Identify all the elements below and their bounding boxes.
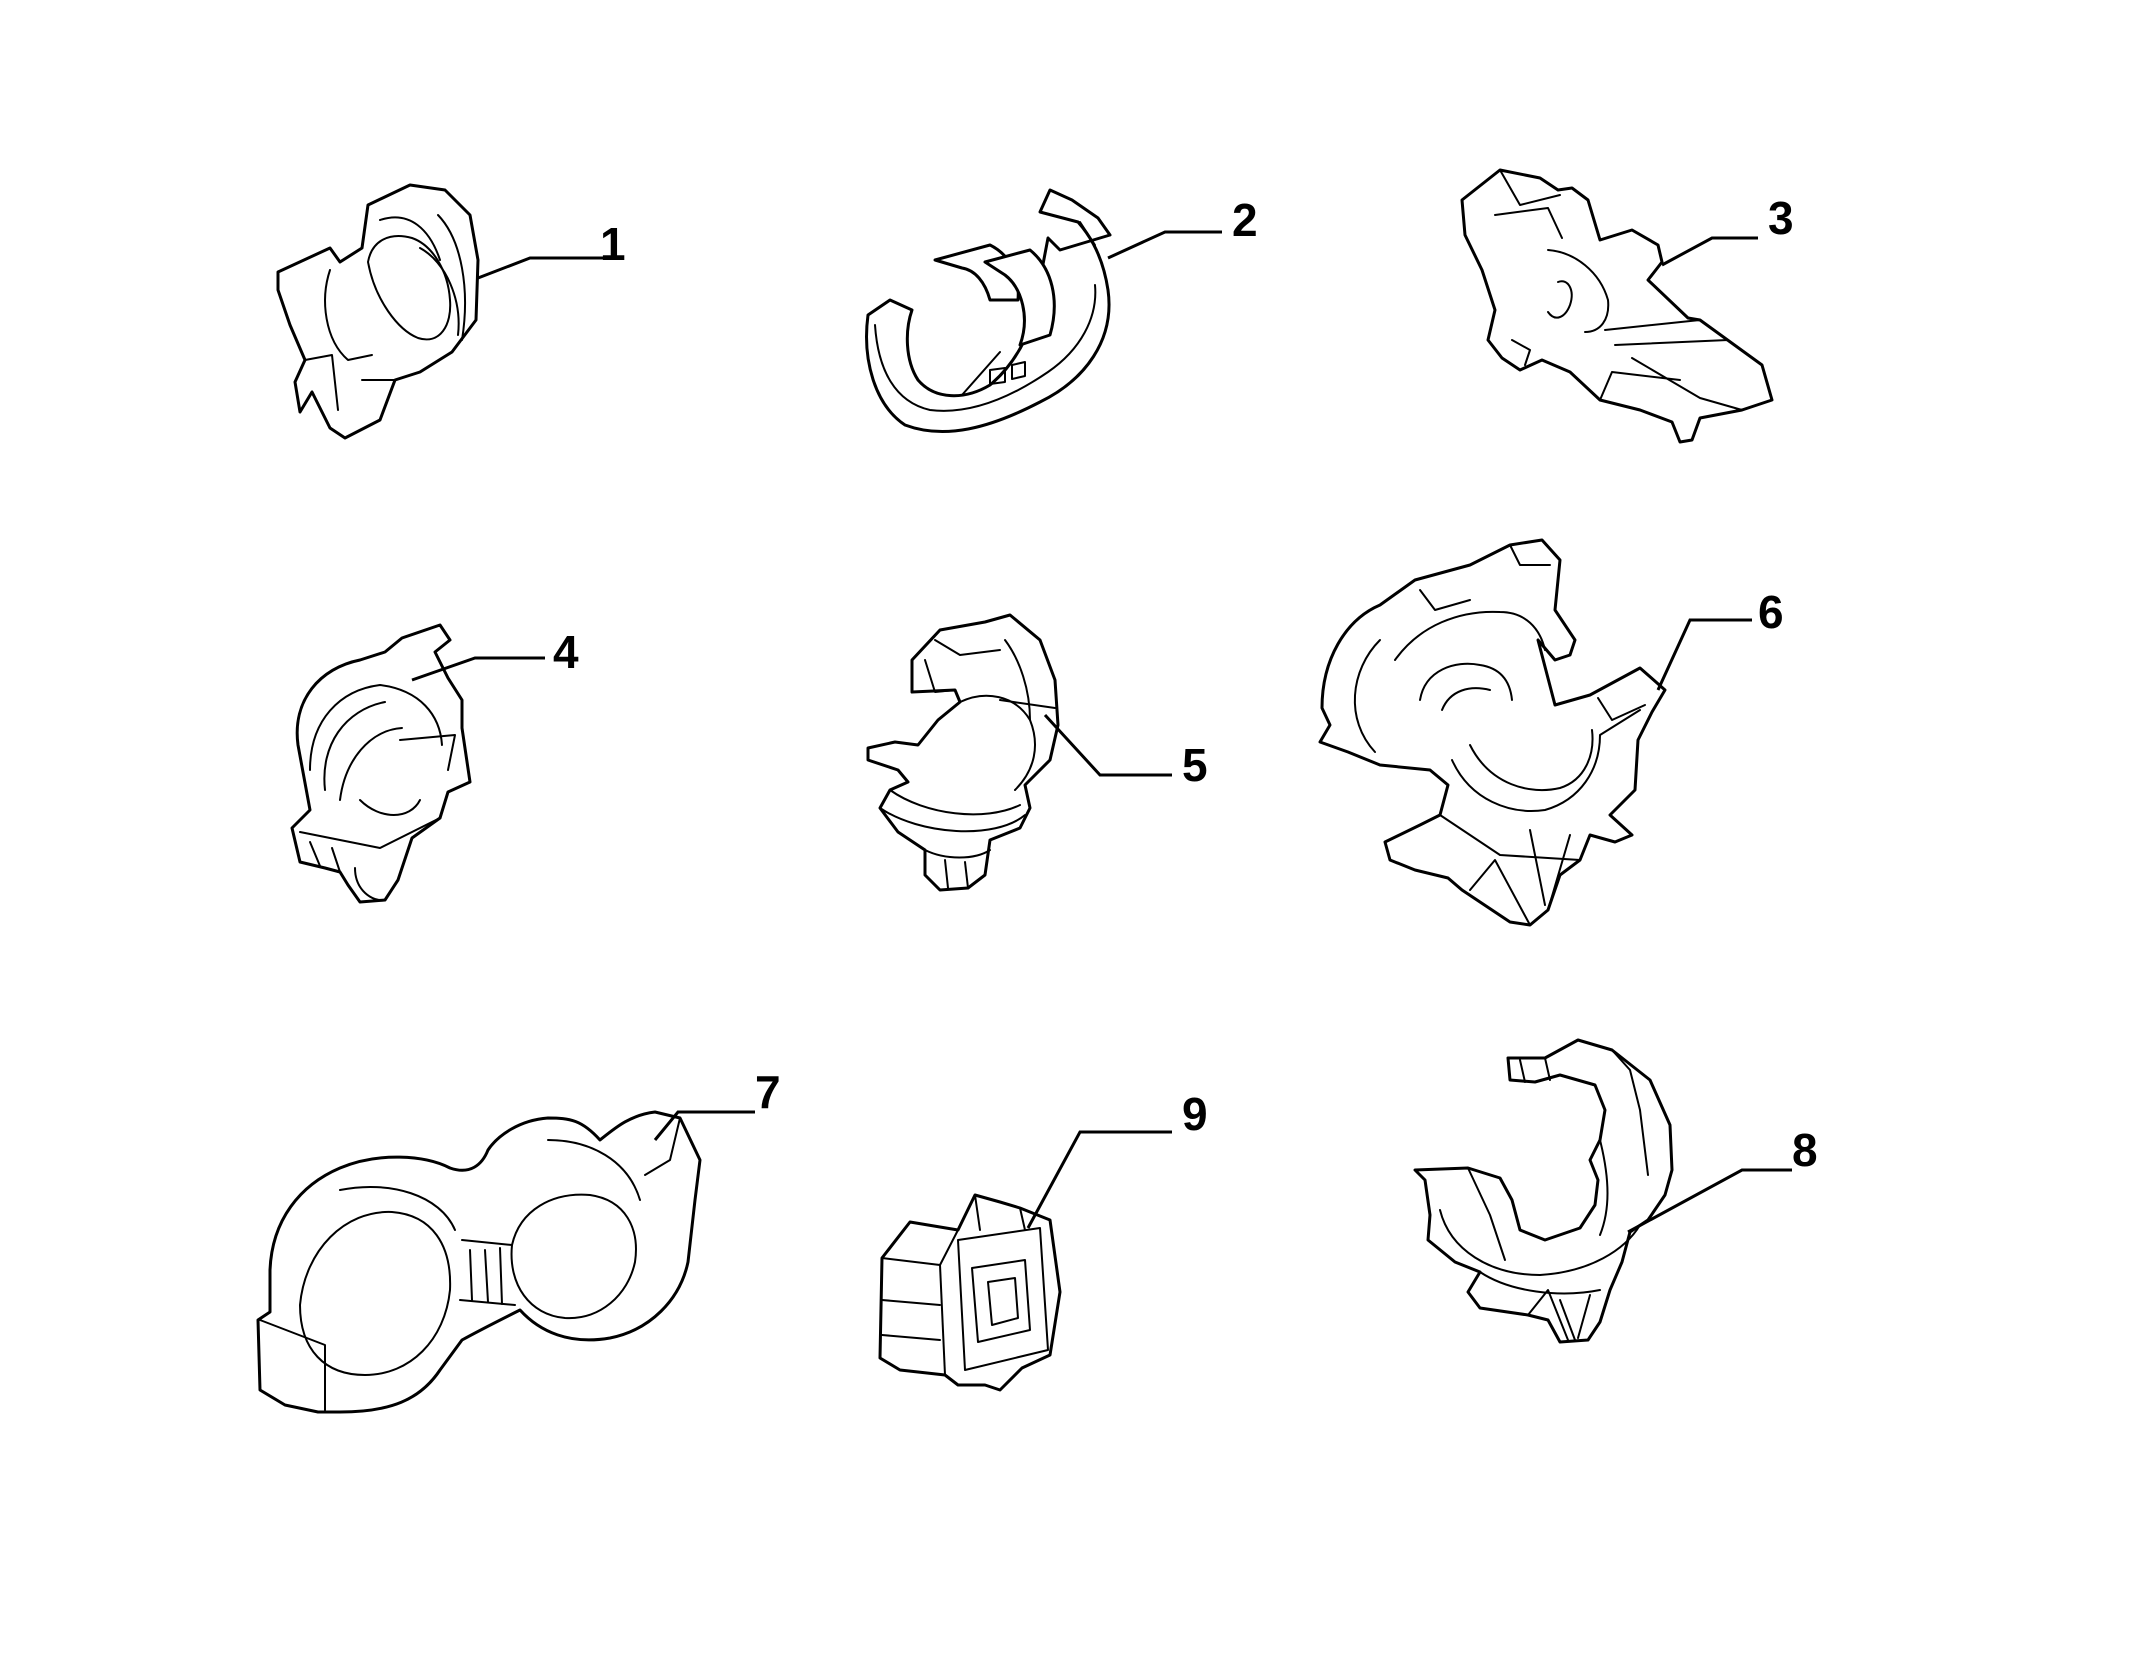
callout-label-5: 5 bbox=[1182, 739, 1208, 791]
callout-label-2: 2 bbox=[1232, 194, 1258, 246]
callout-label-4: 4 bbox=[553, 626, 579, 678]
part-3-drawing bbox=[1460, 168, 1774, 444]
part-5-drawing bbox=[866, 613, 1060, 892]
part-9-drawing bbox=[878, 1193, 1062, 1392]
callout-label-6: 6 bbox=[1758, 586, 1784, 638]
part-2-drawing bbox=[865, 188, 1112, 434]
part-7-drawing bbox=[256, 1110, 702, 1414]
part-8-drawing bbox=[1413, 1038, 1674, 1344]
leader-line-3 bbox=[1661, 236, 1758, 267]
callout-label-8: 8 bbox=[1792, 1124, 1818, 1176]
leader-line-6 bbox=[1656, 618, 1752, 691]
leader-line-1 bbox=[477, 256, 605, 280]
part-6-drawing bbox=[1318, 538, 1667, 927]
callout-label-1: 1 bbox=[600, 218, 626, 270]
callout-label-7: 7 bbox=[755, 1066, 781, 1118]
leader-line-5 bbox=[1043, 713, 1172, 777]
leader-line-4 bbox=[411, 656, 545, 682]
leader-line-8 bbox=[1627, 1168, 1792, 1234]
callout-label-3: 3 bbox=[1768, 192, 1794, 244]
leader-line-9 bbox=[1026, 1130, 1172, 1229]
part-1-drawing bbox=[276, 183, 480, 440]
callout-label-9: 9 bbox=[1182, 1088, 1208, 1140]
leader-line-2 bbox=[1107, 230, 1222, 260]
leader-line-7 bbox=[653, 1110, 755, 1141]
part-4-drawing bbox=[290, 623, 472, 904]
